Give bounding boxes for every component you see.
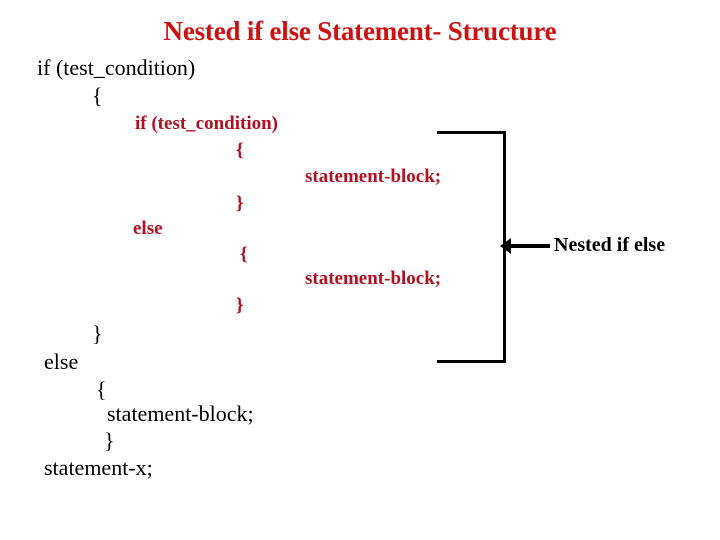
code-line: { bbox=[240, 244, 248, 265]
code-line: else bbox=[44, 349, 79, 374]
page-title: Nested if else Statement- Structure bbox=[163, 16, 557, 46]
code-line: else bbox=[133, 218, 163, 239]
code-line: statement-block; bbox=[305, 268, 442, 289]
code-line: } bbox=[92, 321, 103, 346]
code-line: } bbox=[236, 295, 244, 316]
arrow-shaft bbox=[509, 244, 550, 248]
code-line: statement-x; bbox=[44, 455, 153, 480]
code-line: if (test_condition) bbox=[135, 113, 279, 134]
code-line: if (test_condition) bbox=[37, 55, 196, 80]
arrow-head bbox=[500, 238, 511, 254]
code-line: statement-block; bbox=[305, 166, 442, 187]
callout-label-nested-if-else: Nested if else bbox=[554, 234, 666, 256]
code-line: { bbox=[96, 377, 107, 402]
nested-block-bracket bbox=[437, 131, 506, 363]
code-line: } bbox=[104, 428, 115, 453]
callout-arrow-icon bbox=[500, 238, 550, 256]
code-line: { bbox=[236, 140, 244, 161]
code-line: } bbox=[236, 193, 244, 214]
code-line: { bbox=[92, 83, 103, 108]
code-line: statement-block; bbox=[107, 401, 254, 426]
